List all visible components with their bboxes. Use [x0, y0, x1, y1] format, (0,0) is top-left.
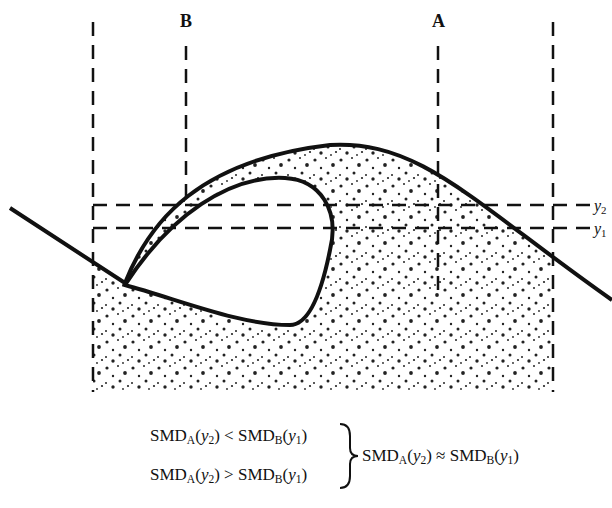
airfoil — [125, 178, 333, 325]
line-label: A — [432, 12, 445, 30]
formula: SMDA(y2) < SMDB(y1) — [150, 427, 307, 444]
formula: SMDA(y2) > SMDB(y1) — [150, 466, 307, 483]
level-label: y2 — [594, 198, 607, 214]
formula: SMDA(y2) ≈ SMDB(y1) — [362, 447, 519, 464]
surface-line — [10, 145, 612, 300]
level-label: y1 — [594, 221, 607, 237]
dashed-lines — [93, 22, 590, 392]
brace — [340, 424, 358, 488]
line-label: B — [180, 12, 192, 30]
